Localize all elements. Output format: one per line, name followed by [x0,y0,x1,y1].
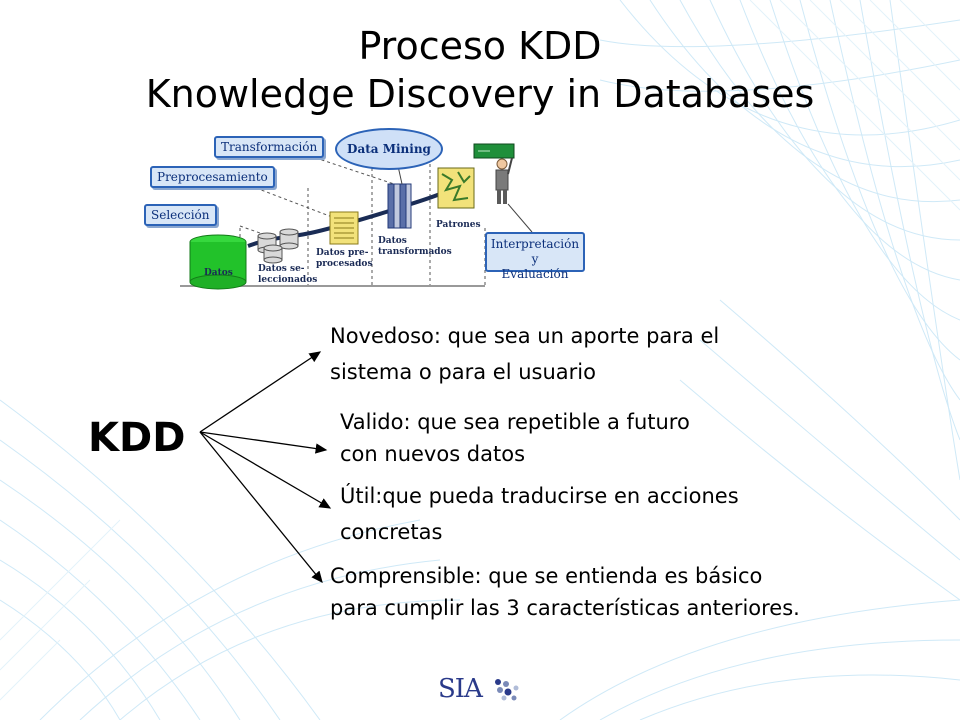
characteristic-novedoso-line1: Novedoso: que sea un aporte para el [330,324,720,348]
characteristic-util-line1: Útil:que pueda traducirse en acciones [340,484,739,508]
page-title: Proceso KDD Knowledge Discovery in Datab… [0,22,960,118]
arrow-comprensible [199,431,323,584]
characteristic-util-line2: concretas [340,520,443,544]
characteristic-valido-line2: con nuevos datos [340,442,526,466]
stage-interpretacion-line2: Evaluación [501,267,569,281]
characteristic-valido: Valido: que sea repetible a futuro con n… [340,406,690,470]
arrow-util [199,431,332,509]
sia-logo-text: SIA [438,674,483,704]
characteristic-valido-line1: Valido: que sea repetible a futuro [340,410,690,434]
label-datos-preprocesados-line1: Datos pre- [316,248,369,258]
characteristic-util: Útil:que pueda traducirse en acciones co… [340,478,739,550]
title-line-2: Knowledge Discovery in Databases [145,72,815,116]
title-line-1: Proceso KDD [358,24,602,68]
characteristic-comprensible-line1: Comprensible: que se entienda es básico [330,564,763,588]
stage-preprocesamiento-label: Preprocesamiento [157,170,268,184]
label-datos-preprocesados: Datos pre- procesados [316,248,373,270]
stage-data-mining: Data Mining [335,128,443,170]
label-datos-transformados-line1: Datos [378,236,407,246]
kdd-process-diagram: Selección Preprocesamiento Transformació… [140,128,600,300]
stage-transformacion-label: Transformación [221,140,318,154]
label-patrones: Patrones [436,220,481,230]
kdd-label: KDD [88,415,186,461]
stage-data-mining-label: Data Mining [347,142,431,156]
label-datos-seleccionados-line1: Datos se- [258,264,305,274]
label-datos: Datos [204,268,233,278]
diagram-graphics [180,143,533,290]
label-datos-transformados-line2: transformados [378,247,452,257]
stage-seleccion: Selección [144,204,217,226]
label-datos-seleccionados: Datos se- leccionados [258,264,317,286]
stage-transformacion: Transformación [214,136,325,158]
arrow-novedoso [199,351,322,433]
stage-preprocesamiento: Preprocesamiento [150,166,275,188]
sia-dots-logo-icon [495,679,519,701]
characteristic-novedoso-line2: sistema o para el usuario [330,360,596,384]
label-datos-seleccionados-line2: leccionados [258,275,318,285]
characteristic-comprensible-line2: para cumplir las 3 características anter… [330,596,800,620]
label-datos-preprocesados-line2: procesados [316,259,373,269]
characteristic-novedoso: Novedoso: que sea un aporte para el sist… [330,318,719,390]
stage-seleccion-label: Selección [151,208,210,222]
characteristic-comprensible: Comprensible: que se entienda es básico … [330,560,800,624]
stage-interpretacion-line1: Interpretación y [490,237,580,266]
stage-interpretacion: Interpretación y Evaluación [485,232,585,281]
sia-logo: SIA [438,672,528,712]
arrow-valido [199,431,328,454]
label-datos-transformados: Datos transformados [378,236,452,258]
